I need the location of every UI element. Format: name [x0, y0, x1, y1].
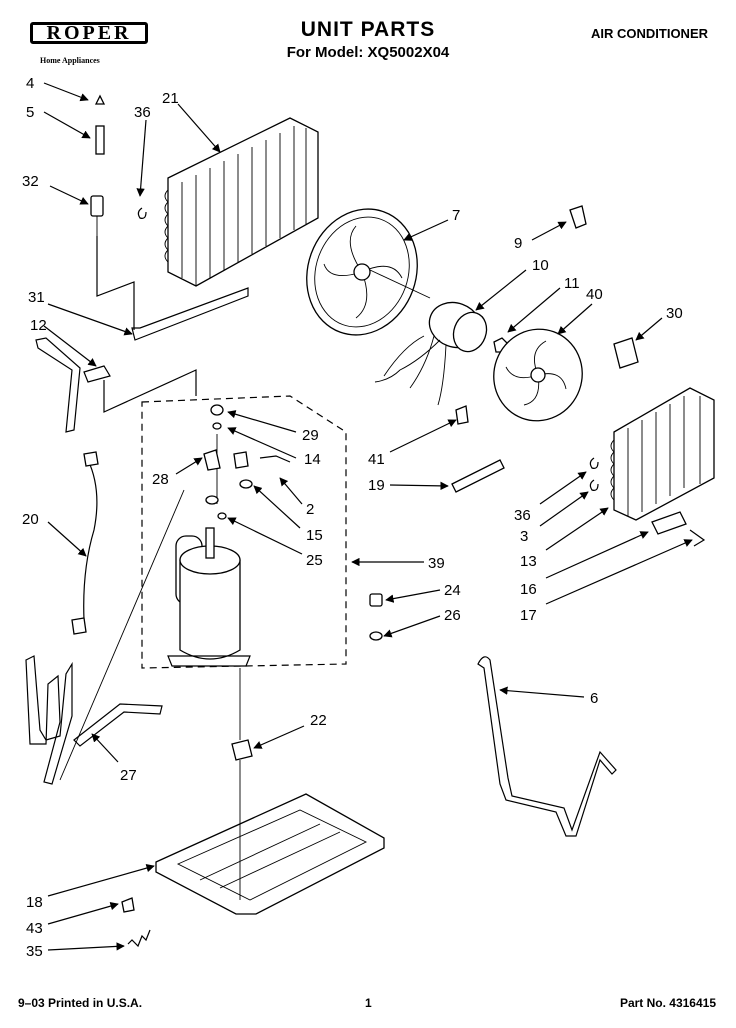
callout-label: 27 [120, 767, 137, 784]
part-9-bracket [569, 205, 587, 229]
callout-label: 12 [30, 317, 47, 334]
callout-label: 28 [152, 471, 169, 488]
callout-label: 21 [162, 90, 179, 107]
page-number: 1 [365, 996, 372, 1010]
callout-label: 20 [22, 511, 39, 528]
category-label: AIR CONDITIONER [591, 26, 708, 41]
callout-label: 43 [26, 920, 43, 937]
callout-label: 41 [368, 451, 385, 468]
compressor-assembly-outline [141, 395, 347, 669]
part-41-clip [455, 405, 469, 425]
part-24-nut [369, 593, 383, 607]
part-32-fitting [90, 195, 104, 217]
part-13-evaporator-coil [610, 387, 715, 521]
part-40-blower-wheel [493, 328, 583, 422]
part-21-condenser-coil [164, 117, 319, 287]
callout-label: 18 [26, 894, 43, 911]
part-28-terminal [203, 449, 249, 471]
callout-label: 36 [134, 104, 151, 121]
part-36-clip-left [137, 207, 147, 219]
callout-label: 16 [520, 581, 537, 598]
callout-label: 7 [452, 207, 460, 224]
callout-label: 5 [26, 104, 34, 121]
part-12-tube [35, 337, 111, 433]
callout-label: 32 [22, 173, 39, 190]
part-drawings [25, 94, 715, 948]
part-25-washer [217, 512, 227, 520]
part-6-rod [477, 656, 617, 837]
part-35-clip [127, 929, 151, 948]
callout-labels: 4 5 36 21 32 7 9 10 11 40 30 31 12 29 14… [22, 75, 683, 960]
part-36-3-clips-right [589, 457, 599, 491]
part-16-bracket [651, 511, 687, 535]
part-10-motor [374, 301, 488, 406]
callout-label: 11 [564, 275, 580, 292]
callout-label: 30 [666, 305, 683, 322]
callout-label: 10 [532, 257, 549, 274]
part-20-harness [83, 459, 98, 621]
callout-label: 31 [28, 289, 45, 306]
callout-label: 40 [586, 286, 603, 303]
part-26-washer [369, 631, 383, 641]
leader-lines [43, 82, 693, 951]
callout-label: 35 [26, 943, 43, 960]
callout-label: 36 [514, 507, 531, 524]
part-compressor [167, 527, 251, 667]
brand-name: ROPER [46, 22, 132, 44]
model-line: For Model: XQ5002X04 [286, 44, 450, 61]
callout-label: 26 [444, 607, 461, 624]
part-14-wire [259, 455, 291, 463]
part-29-nut [210, 404, 224, 416]
part-43-screw [121, 897, 135, 913]
roper-logo: ROPER [30, 22, 148, 44]
callout-label: 15 [306, 527, 323, 544]
part-30-block [613, 337, 639, 369]
callout-label: 3 [520, 528, 528, 545]
callout-label: 19 [368, 477, 385, 494]
callout-label: 14 [304, 451, 321, 468]
callout-label: 6 [590, 690, 598, 707]
callout-label: 39 [428, 555, 445, 572]
part-22-mount [231, 739, 253, 761]
part-number: Part No. 4316415 [619, 996, 716, 1010]
callout-label: 17 [520, 607, 537, 624]
page-title: UNIT PARTS [300, 18, 436, 41]
callout-label: 13 [520, 553, 537, 570]
printed-note: 9–03 Printed in U.S.A. [18, 996, 143, 1010]
part-27-tube [25, 655, 163, 785]
part-2-grommet [239, 479, 253, 489]
part-31-tube [131, 287, 249, 341]
part-5-valve [95, 125, 105, 155]
callout-label: 25 [306, 552, 323, 569]
part-15-washer [205, 495, 219, 505]
brand-tagline: Home Appliances [40, 56, 100, 65]
callout-label: 4 [26, 75, 34, 92]
callout-label: 29 [302, 427, 319, 444]
callout-label: 2 [306, 501, 314, 518]
part-19-strip [451, 459, 505, 493]
callout-label: 24 [444, 582, 461, 599]
callout-label: 9 [514, 235, 522, 252]
part-18-base-pan [155, 760, 385, 915]
part-7-fan-blade [306, 208, 431, 336]
part-17-clip [689, 529, 706, 547]
callout-label: 22 [310, 712, 327, 729]
part-4-cap [94, 94, 106, 105]
